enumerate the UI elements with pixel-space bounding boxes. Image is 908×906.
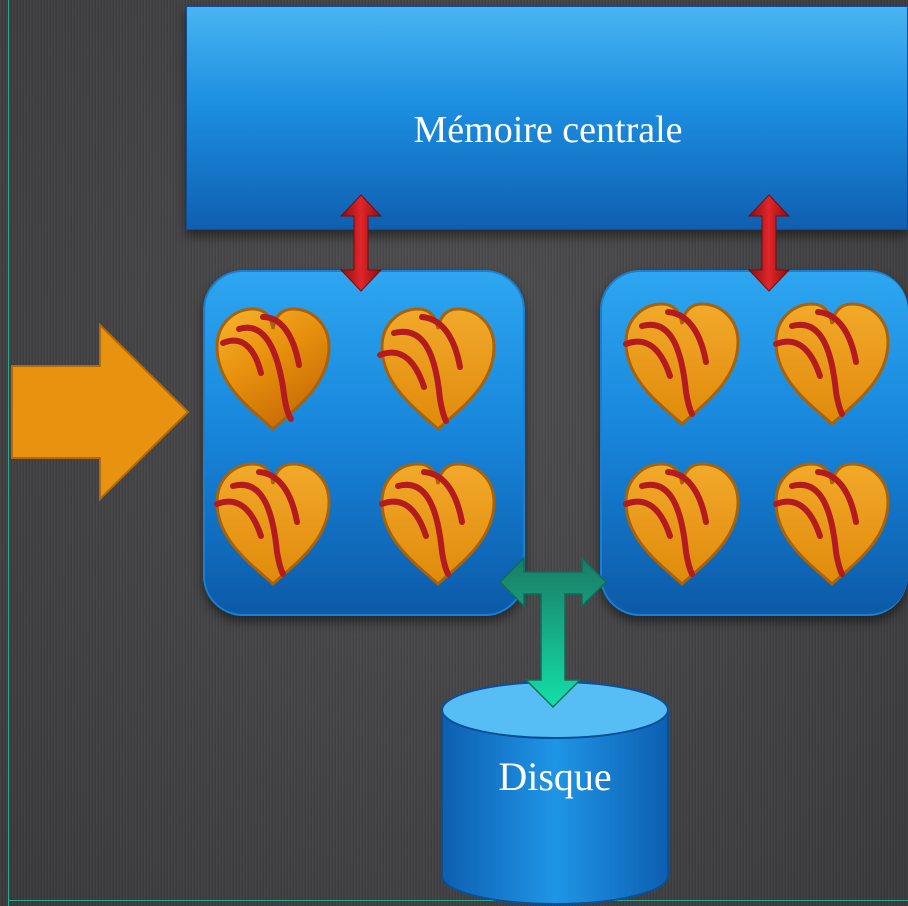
double-arrow-vertical-icon [339, 194, 383, 292]
disk-label: Disque [498, 754, 612, 799]
disk-cylinder [441, 681, 669, 905]
heart-icon [773, 302, 890, 426]
left-border-line [8, 0, 9, 906]
heart-icon [215, 307, 331, 431]
heart-icon [773, 462, 890, 586]
bottom-border-line [8, 900, 908, 901]
heart-icon [623, 302, 740, 426]
double-arrow-vertical-icon [747, 194, 791, 292]
central-memory-label: Mémoire centrale [413, 109, 683, 151]
right-arrow-icon [11, 322, 190, 502]
central-memory-box: Mémoire centrale [186, 6, 908, 230]
heart-icon [623, 462, 740, 586]
heart-icon [214, 462, 331, 586]
heart-icon [377, 307, 496, 431]
t-double-arrow-icon [498, 556, 608, 709]
heart-icon [379, 462, 496, 586]
